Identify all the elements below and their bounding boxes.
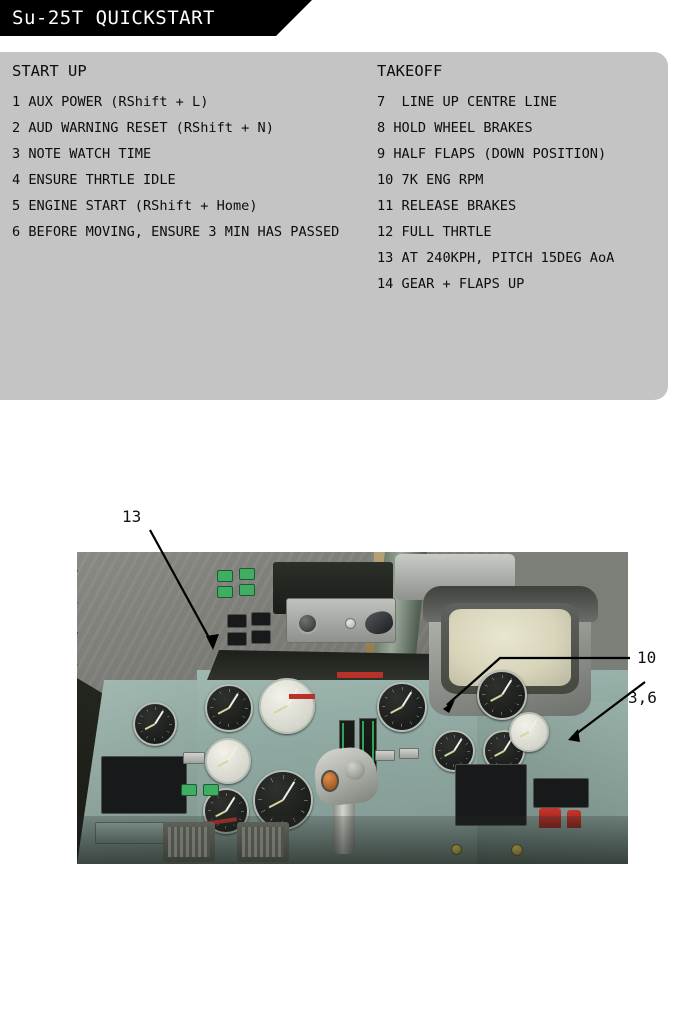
left-switch-1[interactable] [227,614,247,628]
checklist-step: 3 NOTE WATCH TIME [12,146,152,162]
center-lamp-a [181,784,197,796]
status-lamp-3 [217,586,233,598]
test-button[interactable] [345,618,356,629]
stick-hat-switch[interactable] [345,760,365,780]
checklist-step: 6 BEFORE MOVING, ENSURE 3 MIN HAS PASSED [12,224,340,240]
right-switch-a[interactable] [375,750,395,761]
checklist-step: 12 FULL THRTLE [377,224,492,240]
checklist-step: 4 ENSURE THRTLE IDLE [12,172,176,188]
column-heading-takeoff: TAKEOFF [377,62,443,80]
checklist-panel: START UP 1 AUX POWER (RShift + L) 2 AUD … [0,52,668,400]
checklist-step: 5 ENGINE START (RShift + Home) [12,198,258,214]
center-lamp-b [203,784,219,796]
checklist-column-startup: START UP 1 AUX POWER (RShift + L) 2 AUD … [12,62,372,245]
callout-label-13: 13 [122,507,142,526]
checklist-step: 10 7K ENG RPM [377,172,484,188]
placard-red-2 [289,694,315,699]
left-switch-4[interactable] [251,630,271,644]
rwr-display [455,764,527,826]
checklist-step: 14 GEAR + FLAPS UP [377,276,525,292]
cockpit-clock [509,712,549,752]
cockpit-photo [77,552,628,864]
engine-rpm-gauge [377,682,427,732]
hud-control-plate [286,598,396,643]
status-lamp-4 [239,584,255,596]
turbine-temp-gauge [477,670,527,720]
callout-label-10: 10 [637,648,657,667]
brightness-knob[interactable] [297,613,318,634]
checklist-column-takeoff: TAKEOFF 7 LINE UP CENTRE LINE 8 HOLD WHE… [377,62,662,297]
checklist-step: 2 AUD WARNING RESET (RShift + N) [12,120,274,136]
airspeed-indicator [205,684,253,732]
vertical-speed-indicator [133,702,177,746]
checklist-step: 7 LINE UP CENTRE LINE [377,94,558,110]
checklist-step: 9 HALF FLAPS (DOWN POSITION) [377,146,607,162]
callout-label-3-6: 3,6 [628,688,657,707]
column-heading-startup: START UP [12,62,87,80]
checklist-step: 13 AT 240KPH, PITCH 15DEG AoA [377,250,615,266]
attitude-indicator [205,738,251,784]
page-title: Su-25T QUICKSTART [12,7,215,29]
right-switch-b[interactable] [399,748,419,759]
status-lamp-2 [239,568,255,580]
header-banner: Su-25T QUICKSTART [0,0,312,36]
checklist-step: 8 HOLD WHEEL BRAKES [377,120,533,136]
trigger-button[interactable] [321,770,339,792]
status-lamp-1 [217,570,233,582]
throttle-quadrant-panel [101,756,187,814]
hsi-gauge [259,678,315,734]
rudder-pedal-right [237,822,289,862]
left-switch-2[interactable] [251,612,271,626]
placard-red [337,672,383,678]
rudder-pedal-left [163,822,215,862]
fuel-gauge-left [433,730,475,772]
left-switch-3[interactable] [227,632,247,646]
checklist-step: 11 RELEASE BRAKES [377,198,517,214]
checklist-step: 1 AUX POWER (RShift + L) [12,94,209,110]
right-switch-panel [533,778,589,808]
center-switch-a[interactable] [183,752,205,764]
